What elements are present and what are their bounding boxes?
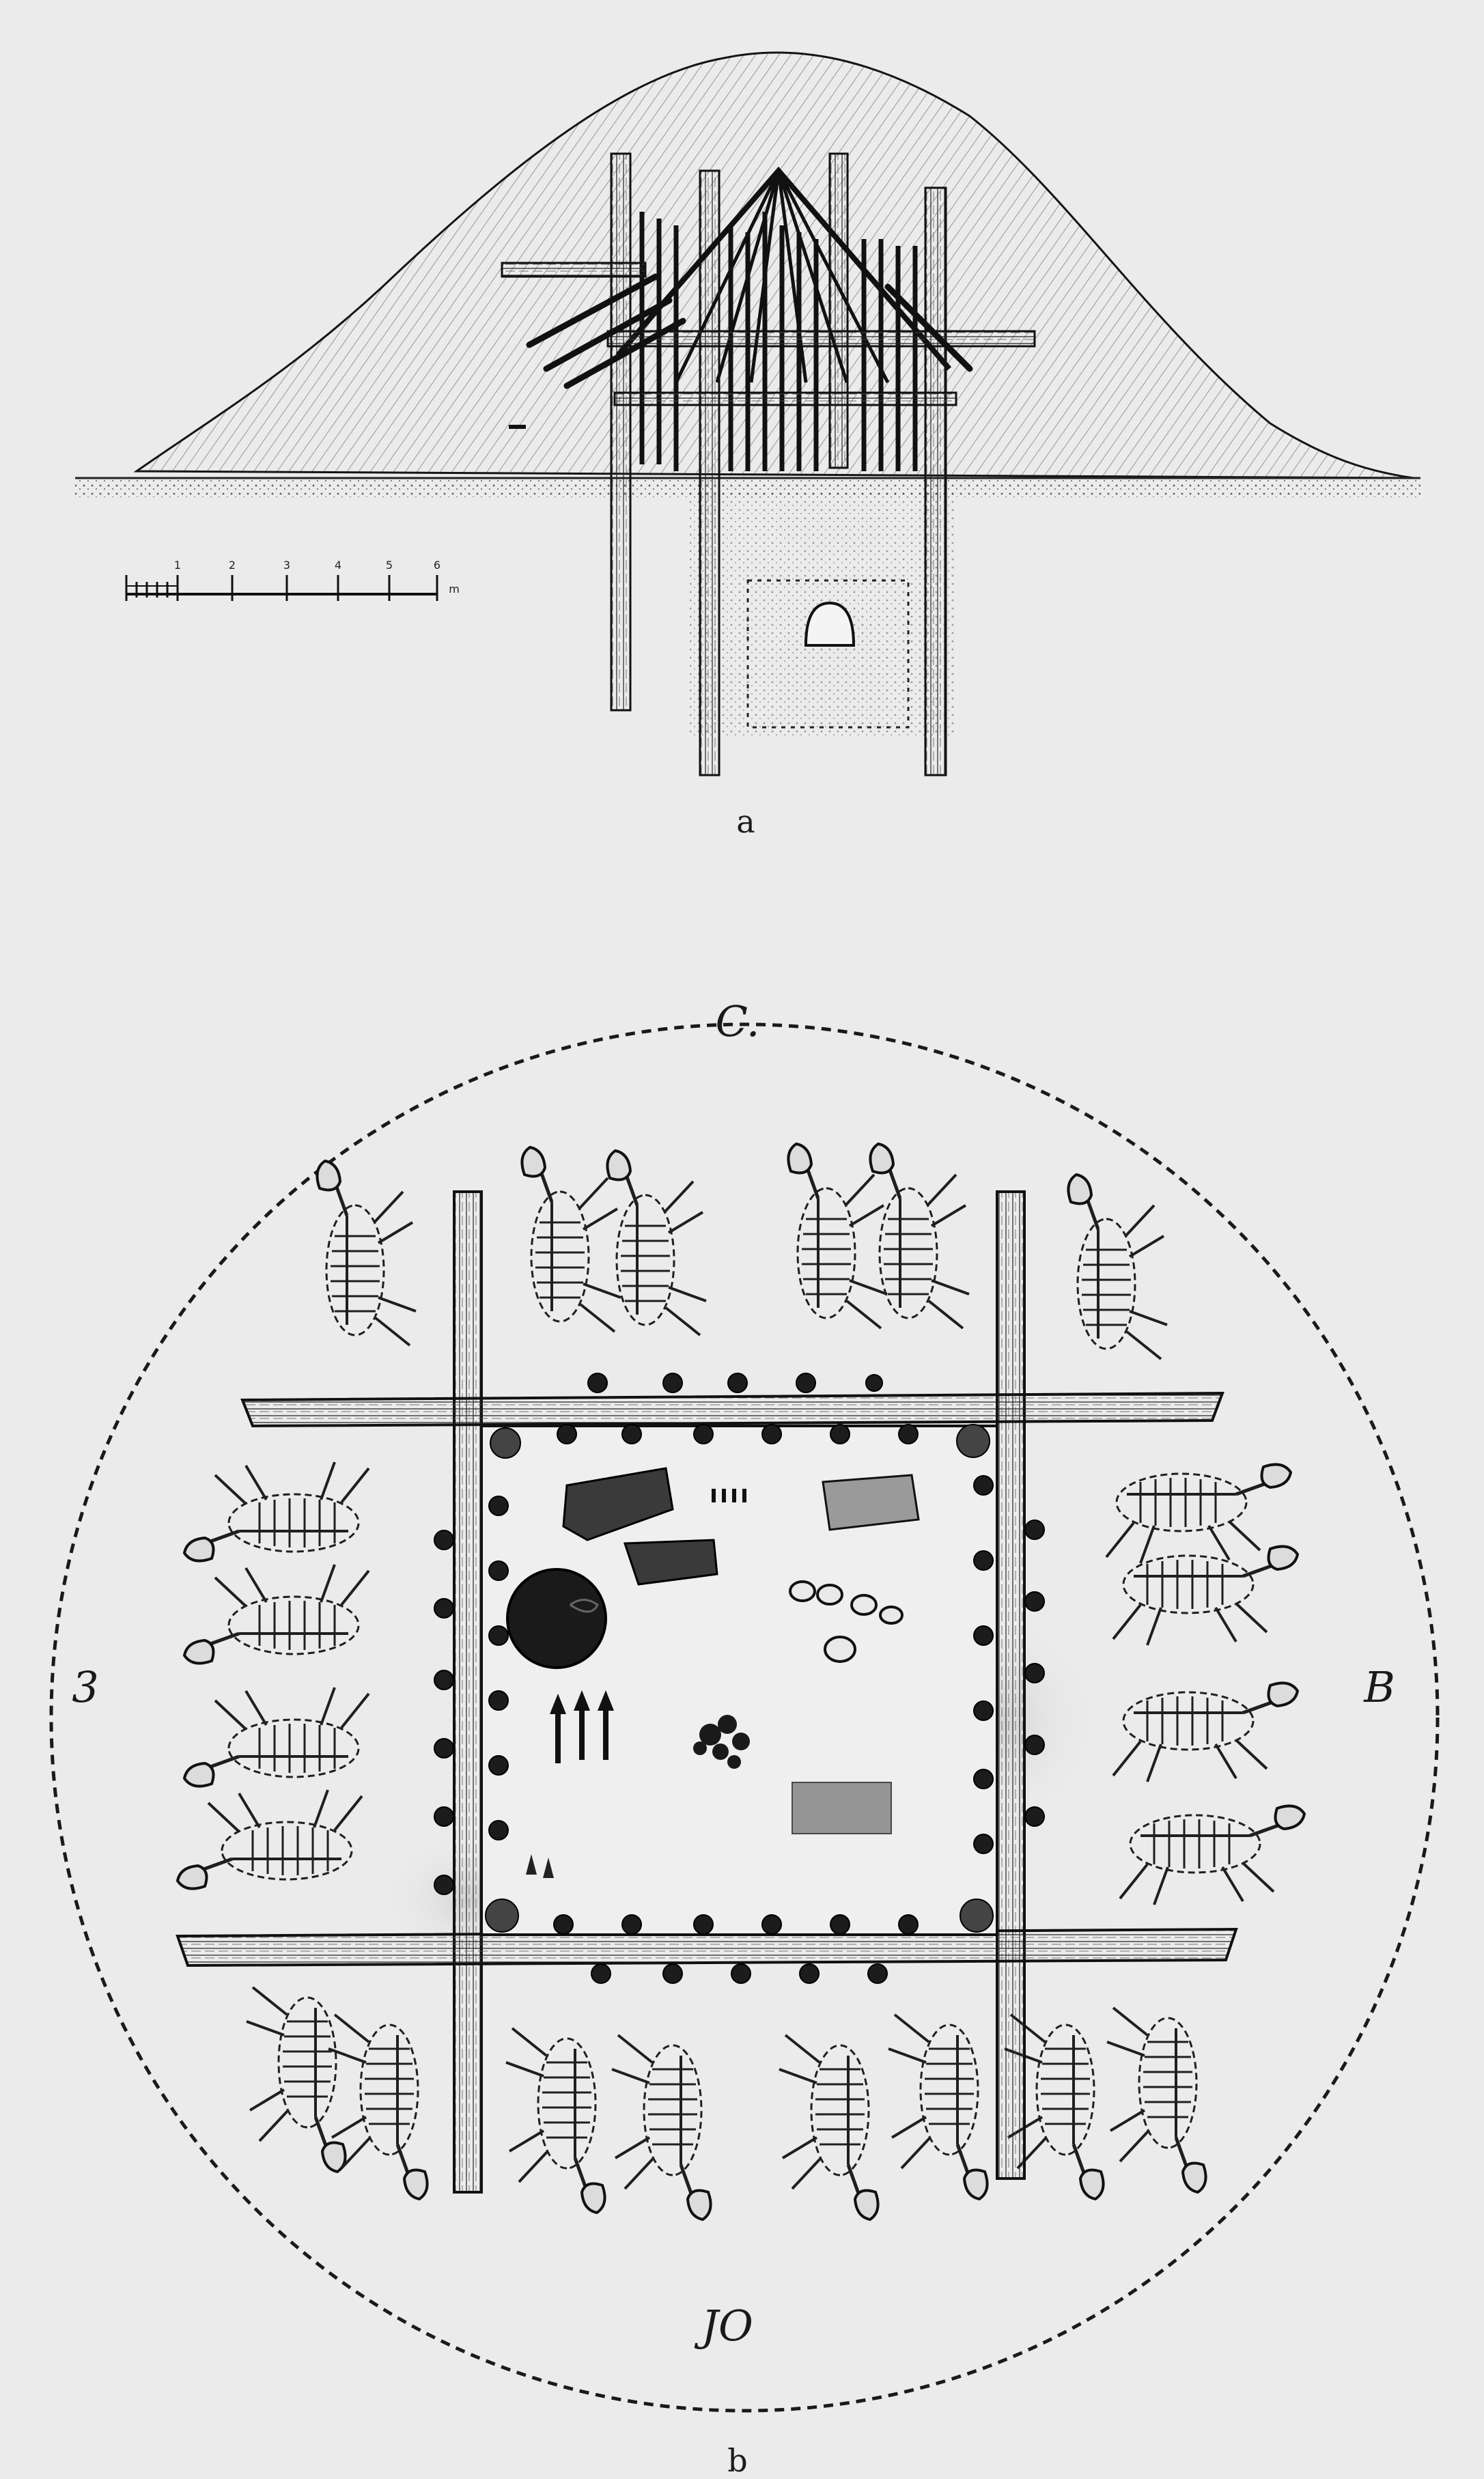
figure-a-section [49,51,1440,2413]
scale-tick-label: 1 [173,559,182,572]
scale-tick-label: 5 [385,559,393,572]
burial-chamber [480,1425,998,1936]
ground-line [75,477,1420,497]
direction-north: C. [715,996,760,1046]
arrowhead-icon [550,1690,614,1763]
horse-skeletons-west [178,1462,369,1889]
figure-b-label: b [727,2442,748,2479]
grave-goods [506,1467,920,1878]
timber-structure-icon [501,152,1036,776]
horse-skeletons-north [317,1144,1167,1359]
artifact-icon [526,1854,554,1878]
direction-south: JO [701,2301,753,2351]
scale-unit-label: m [449,583,460,596]
kurgan-boundary [49,1022,1440,2413]
horse-skeletons-east [1106,1464,1304,1905]
artifact-icon [789,1580,904,1663]
artifact-icon [693,1715,750,1769]
artifact-icon [562,1467,674,1541]
artifact-icon [712,1489,746,1502]
figure-a-label: a [736,803,755,840]
artifact-icon [792,1782,892,1834]
scale-tick-label: 6 [433,559,441,572]
direction-east: B [1364,1662,1395,1712]
scale-tick-label: 2 [228,559,236,572]
tomb-pit [690,492,956,738]
scale-bar-icon [125,575,438,601]
artifact-icon [822,1474,920,1531]
artifact-icon [623,1539,718,1586]
mound-icon [133,51,1414,479]
scale-tick-label: 4 [334,559,342,572]
round-shield-icon [506,1568,607,1669]
direction-west: 3 [72,1662,99,1712]
post-holes [434,1373,1045,1984]
horse-skeletons-south [247,1987,1206,2219]
scale-tick-label: 3 [283,559,291,572]
